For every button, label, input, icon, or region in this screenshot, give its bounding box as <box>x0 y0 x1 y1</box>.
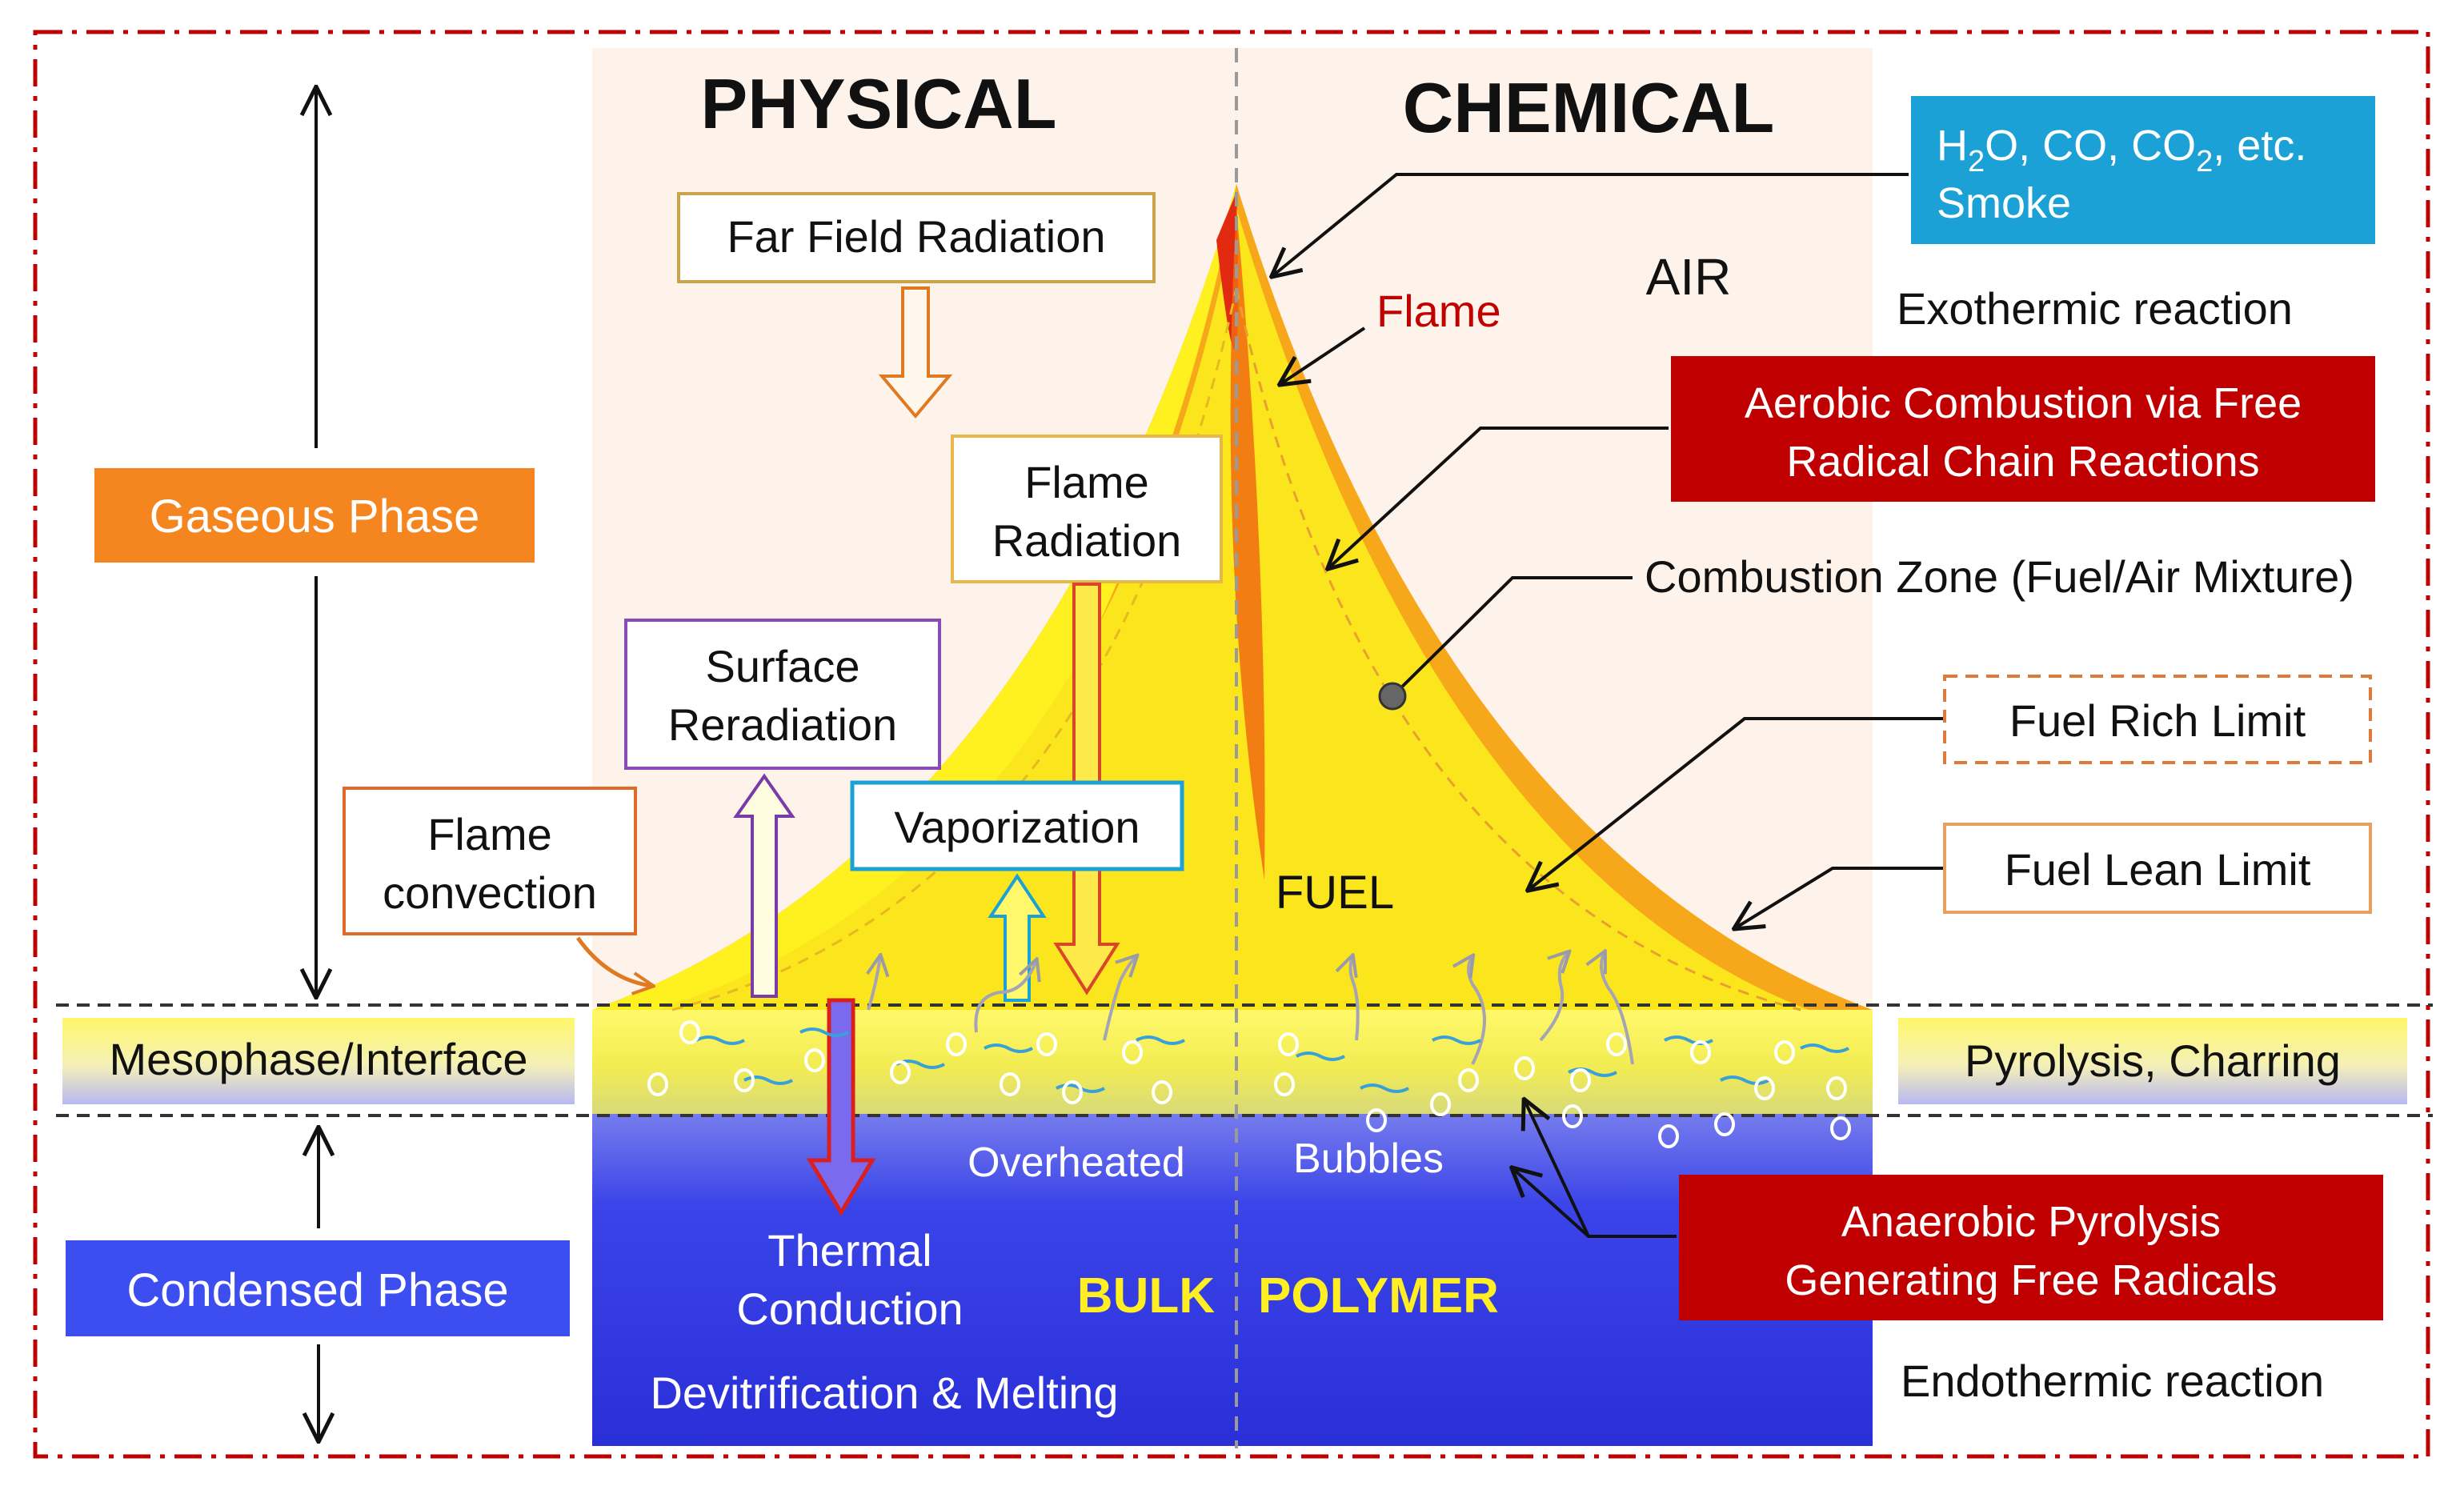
anaerobic-pointer-2 <box>1512 1168 1590 1238</box>
endothermic-label: Endothermic reaction <box>1901 1356 2324 1406</box>
anaerobic-line-1: Anaerobic Pyrolysis <box>1841 1198 2221 1246</box>
fuel-rich-limit-box <box>1943 675 2372 764</box>
flame-radiation-line-2: Radiation <box>992 515 1182 566</box>
vaporization-up-arrow <box>988 873 1047 1002</box>
mesophase-label: Mesophase/Interface <box>110 1034 528 1084</box>
flame-inner-streak <box>1230 208 1265 880</box>
far-field-radiation-label: Far Field Radiation <box>727 211 1105 262</box>
bubbles-label: Bubbles <box>1293 1136 1444 1182</box>
mesophase-band <box>592 1010 1873 1114</box>
flame-core <box>656 208 1809 1010</box>
polymer-label: POLYMER <box>1258 1268 1499 1324</box>
pyrolysis-side-bar <box>1898 1018 2407 1104</box>
condensed-phase-box <box>66 1240 570 1336</box>
mesophase-side-bar <box>62 1018 575 1104</box>
combustion-products-formula: H2O, CO, CO2, etc. <box>1937 122 2306 178</box>
thermal-conduction-arrow <box>806 998 876 1216</box>
flame-radiation-line-1: Flame <box>1024 457 1149 507</box>
gaseous-phase-label: Gaseous Phase <box>150 491 480 543</box>
far-field-down-arrow <box>878 286 953 419</box>
heading-physical: PHYSICAL <box>701 64 1057 143</box>
combustion-zone-pointer <box>1391 576 1633 698</box>
pyrolysis-label: Pyrolysis, Charring <box>1965 1035 2341 1086</box>
overheated-label: Overheated <box>968 1140 1185 1186</box>
surface-reradiation-line-2: Reradiation <box>668 699 897 750</box>
far-field-radiation-box <box>677 192 1156 283</box>
thermal-conduction-line-1: Thermal <box>767 1225 932 1276</box>
fuel-lean-limit-box <box>1943 823 2372 914</box>
gaseous-phase-box <box>94 468 535 563</box>
aerobic-pointer <box>1328 427 1669 568</box>
aerobic-line-2: Radical Chain Reactions <box>1786 438 2259 486</box>
surface-reradiation-box <box>624 619 941 770</box>
anaerobic-line-2: Generating Free Radicals <box>1785 1256 2277 1304</box>
flame-convection-arrow <box>575 936 652 986</box>
heading-chemical: CHEMICAL <box>1403 68 1774 147</box>
surface-reradiation-line-1: Surface <box>706 641 860 691</box>
surface-reradiation-up-arrow <box>733 773 795 998</box>
devitrification-label: Devitrification & Melting <box>650 1368 1118 1418</box>
flame-pointer <box>1280 326 1366 384</box>
fuel-lean-pointer <box>1735 867 1943 928</box>
combustion-products-smoke: Smoke <box>1937 179 2071 227</box>
vaporization-box <box>850 780 1184 871</box>
flame-label: Flame <box>1376 286 1501 336</box>
bubbles <box>647 1020 1851 1148</box>
condensed-phase-label: Condensed Phase <box>126 1264 508 1316</box>
aerobic-combustion-box <box>1671 356 2375 502</box>
fuel-rich-limit-label: Fuel Rich Limit <box>2009 695 2306 746</box>
vaporization-label: Vaporization <box>894 802 1140 852</box>
flame-convection-box <box>343 787 637 935</box>
combustion-zone-label: Combustion Zone (Fuel/Air Mixture) <box>1645 551 2354 602</box>
anaerobic-pyrolysis-box <box>1679 1175 2383 1320</box>
exothermic-label: Exothermic reaction <box>1897 283 2293 334</box>
flame-convection-line-1: Flame <box>427 809 552 859</box>
combustion-zone-marker <box>1378 682 1407 711</box>
thermal-conduction-line-2: Conduction <box>736 1284 963 1334</box>
fuel-label: FUEL <box>1276 867 1394 919</box>
aerobic-line-1: Aerobic Combustion via Free <box>1745 379 2302 427</box>
fuel-rich-boundary-right <box>1235 287 1801 1011</box>
products-pointer <box>1272 173 1909 276</box>
bulk-label: BULK <box>1077 1268 1215 1324</box>
combustion-products-box <box>1911 96 2375 244</box>
fuel-lean-limit-label: Fuel Lean Limit <box>2005 844 2311 895</box>
flame-convection-line-2: convection <box>383 867 597 918</box>
vapor-plumes <box>868 952 1634 1065</box>
fuel-rich-pointer <box>1528 717 1943 890</box>
flame-radiation-box <box>951 435 1223 583</box>
air-label: AIR <box>1646 248 1732 306</box>
